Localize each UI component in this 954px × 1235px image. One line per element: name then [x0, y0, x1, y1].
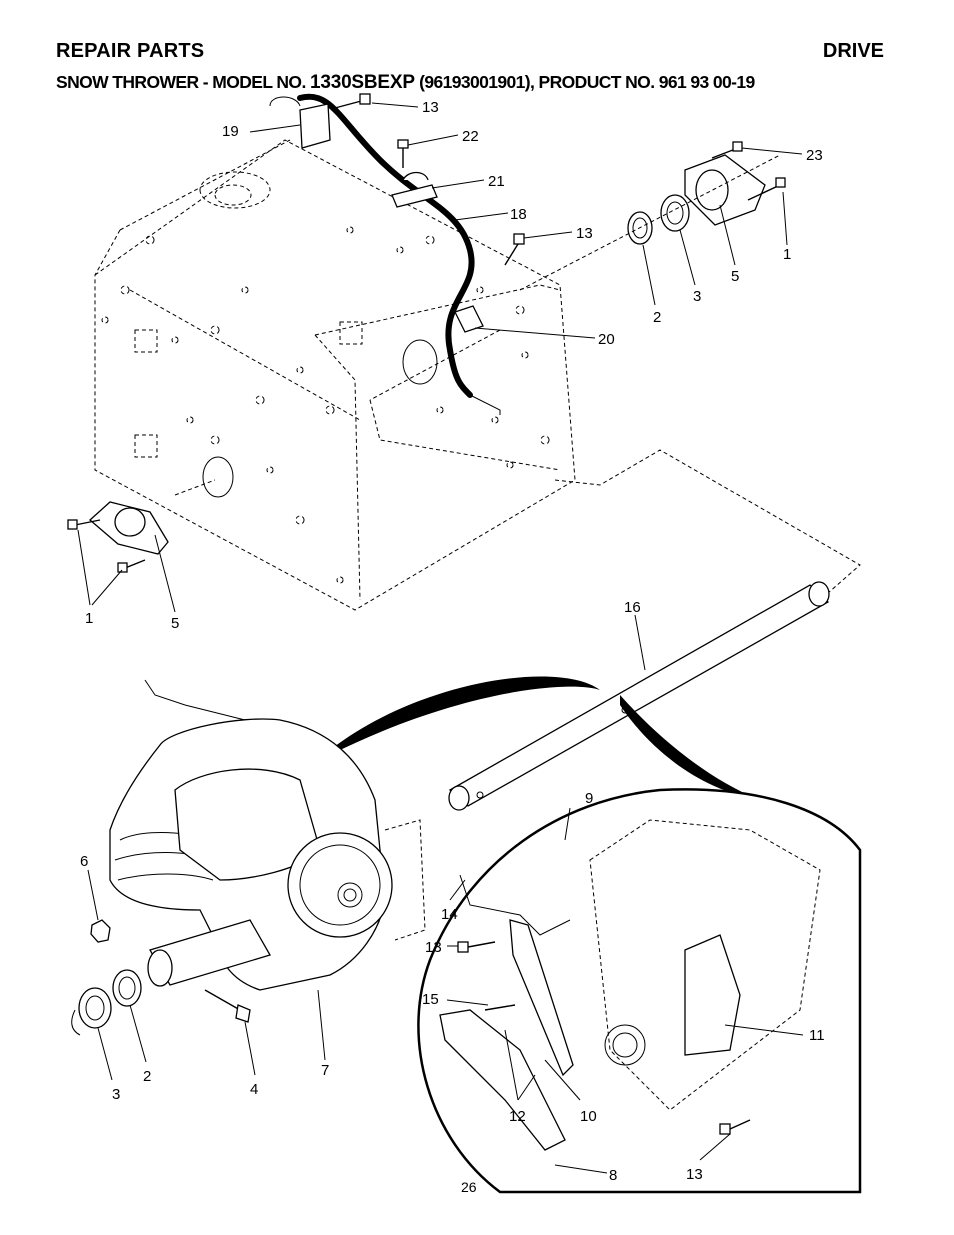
screw-13-top [334, 93, 371, 109]
callout-8: 8 [609, 1167, 617, 1184]
callout-labels: 13 19 22 23 21 18 13 1 5 3 2 20 1 5 16 9… [80, 99, 825, 1195]
cable-18 [297, 93, 501, 415]
axle-stub [147, 919, 271, 987]
callout-19: 19 [222, 123, 239, 140]
bolt-1-left [67, 519, 146, 573]
bearing-2-bottom [112, 969, 142, 1007]
callout-14: 14 [441, 906, 458, 923]
flange-5-right [684, 154, 766, 226]
callout-1-left: 1 [85, 610, 93, 627]
screw-22 [397, 139, 409, 168]
clamp-21 [391, 171, 438, 208]
bolt-1-right [747, 177, 786, 201]
callout-11: 11 [809, 1027, 825, 1044]
callout-23: 23 [806, 147, 823, 164]
callout-2-bottom: 2 [143, 1068, 151, 1085]
bracket-20 [454, 305, 484, 333]
callout-3-bottom: 3 [112, 1086, 120, 1103]
callout-21: 21 [488, 173, 505, 190]
callout-16: 16 [624, 599, 641, 616]
callout-5-left: 5 [171, 615, 179, 632]
washer-3-right [660, 194, 690, 232]
bolt-4 [204, 989, 251, 1023]
subtitle-suffix: (96193001901), PRODUCT NO. 961 93 00-19 [414, 72, 755, 92]
model-number: 1330SBEXP [309, 72, 415, 93]
callout-13-top: 13 [422, 99, 439, 116]
bracket-19 [269, 96, 331, 149]
callout-4: 4 [250, 1081, 258, 1098]
model-subtitle: SNOW THROWER - MODEL NO. 1330SBEXP (9619… [56, 72, 755, 94]
leader-lines [77, 102, 804, 1174]
callout-6: 6 [80, 853, 88, 870]
subtitle-prefix: SNOW THROWER - MODEL NO. [56, 72, 310, 92]
callout-15: 15 [422, 991, 439, 1008]
bolt-23 [711, 141, 743, 159]
connector-swoosh [330, 676, 600, 755]
nut-6 [90, 919, 111, 943]
callout-9: 9 [585, 790, 593, 807]
callout-5-right: 5 [731, 268, 739, 285]
callout-13-inset: 13 [425, 939, 442, 956]
callout-1-right: 1 [783, 246, 791, 263]
callout-18: 18 [510, 206, 527, 223]
page-number: 26 [461, 1179, 477, 1195]
gearbox-7 [109, 679, 426, 991]
section-name: DRIVE [822, 40, 884, 62]
section-title: REPAIR PARTS [56, 40, 205, 62]
callout-13-bottom: 13 [686, 1166, 703, 1183]
callout-7: 7 [321, 1062, 329, 1079]
inset-swoosh [620, 695, 760, 800]
washer-3-bottom [78, 987, 112, 1029]
flange-5-left [89, 501, 169, 555]
callout-3-top: 3 [693, 288, 701, 305]
callout-2-top: 2 [653, 309, 661, 326]
screw-13-mid [504, 233, 525, 266]
callout-12: 12 [509, 1108, 526, 1125]
callout-22: 22 [462, 128, 479, 145]
callout-20: 20 [598, 331, 615, 348]
callout-13-mid: 13 [576, 225, 593, 242]
callout-10: 10 [580, 1108, 597, 1125]
shaft-16 [448, 581, 830, 811]
detail-inset [417, 788, 862, 1194]
auger-housing-outline [94, 139, 861, 611]
